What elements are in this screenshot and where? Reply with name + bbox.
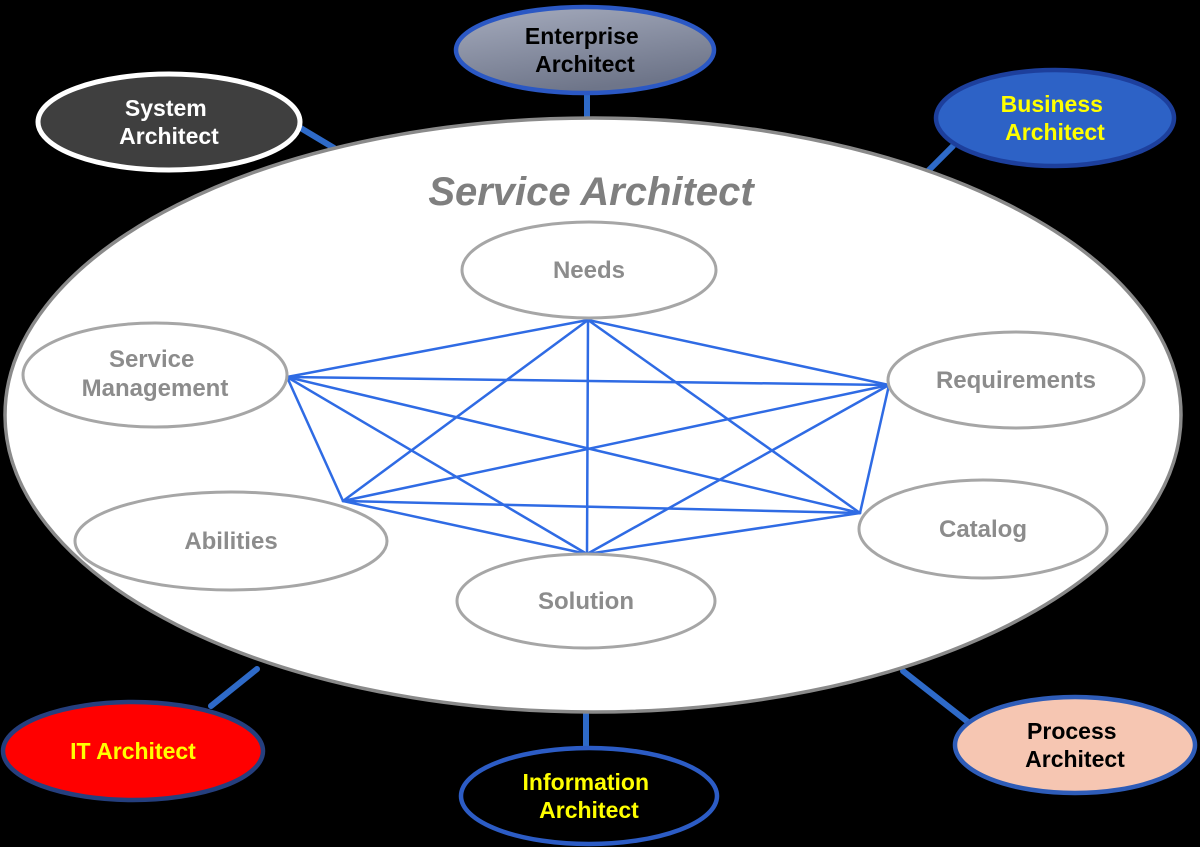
inner-ellipses (21, 220, 1146, 650)
node-needs (460, 220, 718, 320)
label-catalog: Catalog (939, 516, 1027, 543)
label-process-architect: Process Architect (1025, 718, 1125, 772)
label-needs: Needs (553, 257, 625, 284)
node-requirements (886, 330, 1146, 430)
relationship-line (285, 375, 862, 515)
relationship-line (285, 375, 345, 503)
node-process-architect (952, 694, 1198, 796)
relationship-line (341, 318, 590, 503)
connector-process (900, 668, 971, 725)
diagram-title: Service Architect (428, 170, 755, 214)
relationship-line (586, 318, 862, 515)
relationship-line (585, 318, 590, 556)
label-solution: Solution (538, 588, 634, 615)
network-lines (285, 318, 891, 556)
relationship-line (285, 375, 589, 556)
label-enterprise-architect: Enterprise Architect (525, 23, 645, 77)
node-it-architect (0, 699, 266, 803)
connector-it (208, 666, 260, 709)
relationship-line (585, 511, 862, 556)
node-information-architect (458, 745, 720, 847)
node-catalog (857, 478, 1109, 580)
relationship-line (341, 383, 891, 503)
relationship-line (585, 383, 891, 556)
inner-labels: Needs Service Management Requirements Ab… (82, 257, 1096, 615)
label-information-architect: Information Architect (523, 769, 656, 823)
relationship-line (586, 318, 891, 387)
node-solution (455, 552, 717, 650)
label-it-architect: IT Architect (70, 738, 196, 764)
outer-connectors (208, 90, 971, 752)
label-system-architect: System Architect (119, 95, 219, 149)
relationship-line (858, 383, 891, 515)
label-requirements: Requirements (936, 367, 1096, 394)
relationship-line (341, 499, 589, 556)
relationship-line (341, 499, 862, 515)
label-abilities: Abilities (184, 528, 277, 555)
node-abilities (73, 490, 389, 592)
connector-business (923, 143, 956, 176)
relationship-line (285, 318, 590, 379)
connector-system (296, 124, 337, 151)
node-service-management (21, 321, 289, 429)
label-service-management: Service Management (82, 346, 229, 402)
node-system-architect (35, 71, 303, 173)
label-business-architect: Business Architect (1001, 91, 1110, 145)
node-business-architect (933, 67, 1177, 169)
node-enterprise-architect (453, 4, 717, 96)
relationship-line (285, 375, 891, 387)
